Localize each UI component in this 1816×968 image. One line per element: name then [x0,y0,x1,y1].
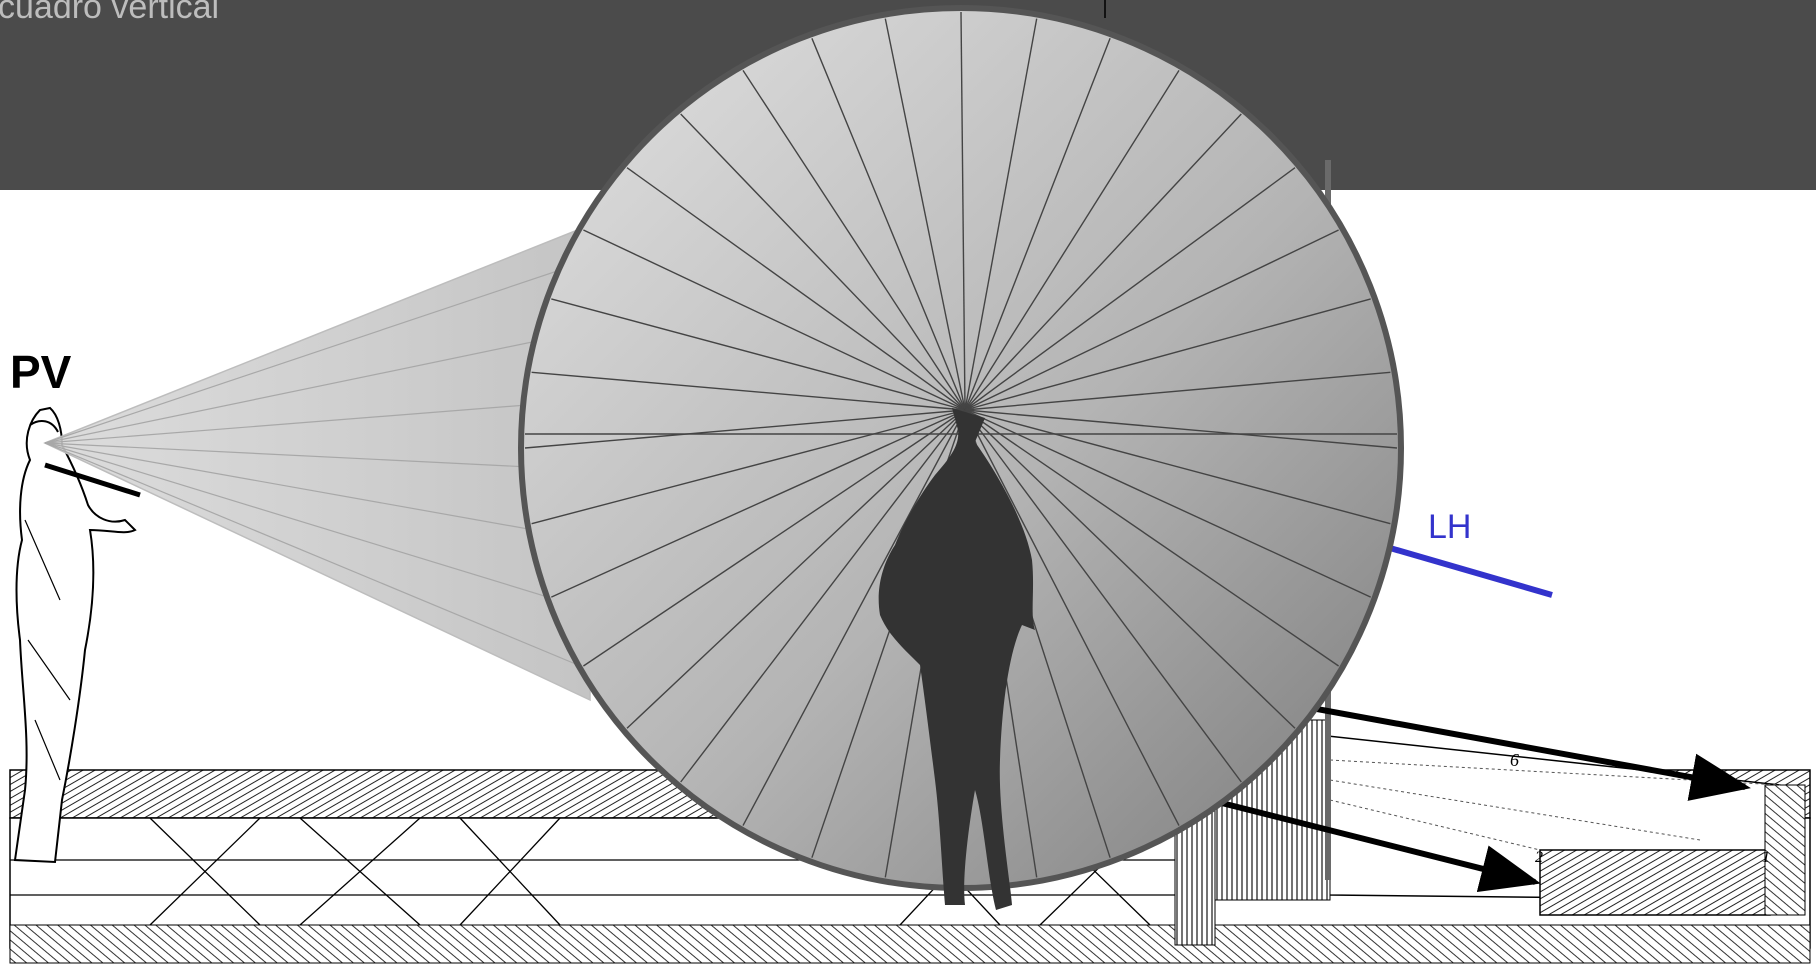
view-cone [45,225,590,700]
horizon-line [1390,548,1552,595]
floor-number-1: 1 [1762,849,1770,866]
floor-number-2: 2 [1535,849,1543,866]
horizon-line-label: LH [1428,508,1471,547]
floor-number-6: 6 [1510,750,1519,770]
viewpoint-label: PV [10,345,71,399]
